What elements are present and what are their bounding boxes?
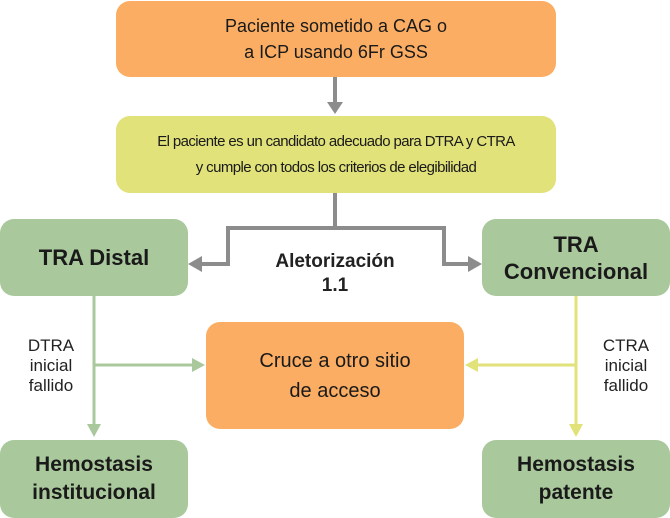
crossover-line-1: Cruce a otro sitio <box>259 349 411 372</box>
hemostasis-patent-line-2: patente <box>538 481 614 504</box>
crossover-line-2: de acceso <box>289 379 381 402</box>
eligibility-line-2: y cumple con todos los criterios de eleg… <box>195 158 477 176</box>
randomization-line-2: 1.1 <box>321 275 349 296</box>
arrow-split-left <box>188 193 337 272</box>
hemostasis-institutional-line-2: institucional <box>32 481 156 504</box>
hemostasis-institutional-node: Hemostasis institucional <box>0 440 188 518</box>
dtra-failed-line-2: inicial <box>29 356 73 375</box>
arrow-distal-to-hemostasis <box>87 296 101 437</box>
tra-distal-node: TRA Distal <box>0 219 188 296</box>
arrow-conventional-to-crossover <box>465 358 576 372</box>
hemostasis-patent-line-1: Hemostasis <box>517 453 635 476</box>
ctra-failed-line-2: inicial <box>604 356 648 375</box>
eligibility-node: El paciente es un candidato adecuado par… <box>116 116 556 193</box>
arrow-split-right <box>335 226 482 272</box>
tra-conventional-node: TRA Convencional <box>482 219 670 296</box>
arrow-distal-to-crossover <box>94 358 205 372</box>
start-line-2: a ICP usando 6Fr GSS <box>244 42 428 62</box>
eligibility-line-1: El paciente es un candidato adecuado par… <box>157 132 515 150</box>
hemostasis-patent-node: Hemostasis patente <box>482 440 670 518</box>
ctra-failed-line-3: fallido <box>603 376 649 395</box>
crossover-node: Cruce a otro sitio de acceso <box>206 322 464 429</box>
randomization-label: Aletorización 1.1 <box>245 250 425 298</box>
tra-distal-label: TRA Distal <box>38 244 150 270</box>
start-line-1: Paciente sometido a CAG o <box>224 16 448 36</box>
dtra-failed-line-3: fallido <box>28 376 74 395</box>
dtra-failed-label: DTRA inicial fallido <box>14 336 88 396</box>
ctra-failed-label: CTRA inicial fallido <box>588 336 664 396</box>
tra-conventional-line-2: Convencional <box>503 258 649 284</box>
tra-conventional-line-1: TRA <box>553 231 599 257</box>
arrow-conventional-to-hemostasis <box>569 296 583 437</box>
hemostasis-institutional-line-1: Hemostasis <box>35 453 153 476</box>
randomization-line-1: Aletorización <box>275 251 395 272</box>
dtra-failed-line-1: DTRA <box>27 336 75 355</box>
ctra-failed-line-1: CTRA <box>602 336 650 355</box>
arrow-start-to-criteria <box>327 77 343 114</box>
start-node: Paciente sometido a CAG o a ICP usando 6… <box>116 1 556 77</box>
